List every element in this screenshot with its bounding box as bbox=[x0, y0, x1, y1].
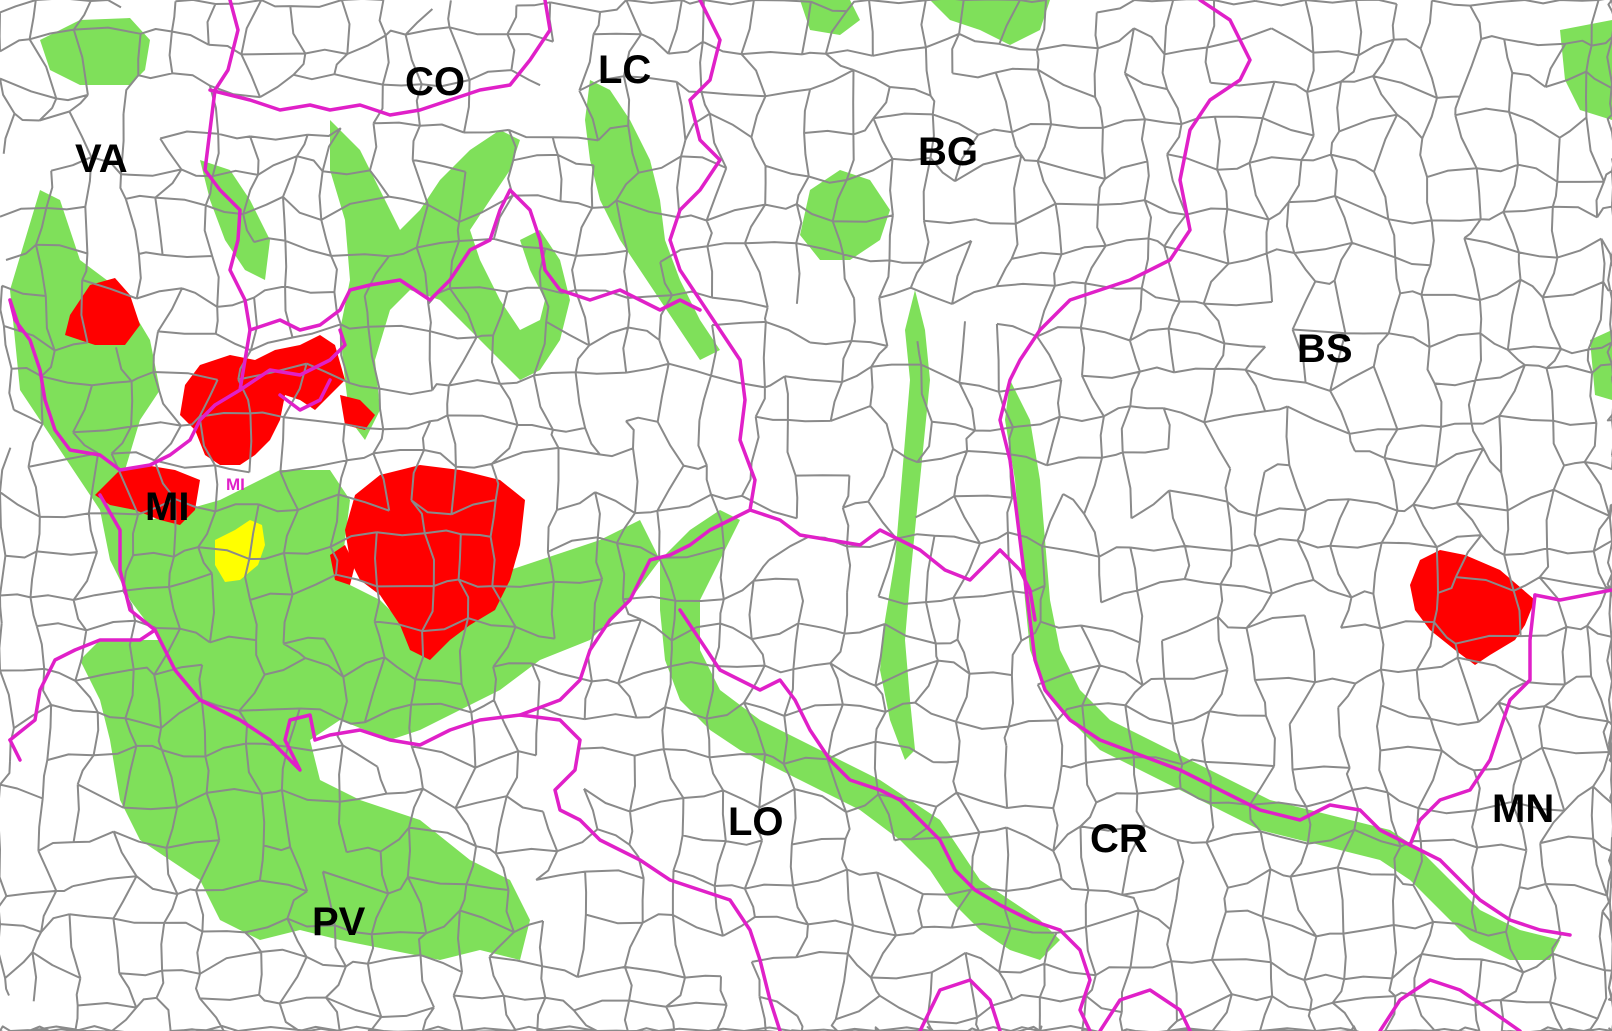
border-lc-bg bbox=[668, 0, 757, 522]
red-zone-mi-east-patch bbox=[340, 395, 375, 430]
border-bs-mn bbox=[1408, 593, 1537, 847]
border-lo-cr bbox=[678, 608, 1092, 1031]
green-zone-top-patch-1 bbox=[800, 0, 860, 35]
province-labels: VA CO LC BG BS MI MI LO CR MN PV bbox=[75, 48, 1554, 944]
label-mi-small: MI bbox=[226, 475, 245, 494]
border-south-cr bbox=[918, 978, 1192, 1031]
border-bg-cr bbox=[748, 508, 1037, 622]
green-zone-co-strip bbox=[200, 160, 270, 280]
label-lo: LO bbox=[728, 800, 784, 844]
red-zone-mi-east bbox=[345, 465, 525, 660]
label-co: CO bbox=[405, 60, 465, 104]
label-mn: MN bbox=[1492, 787, 1554, 831]
green-zone-bg-blob bbox=[800, 170, 890, 260]
label-bs: BS bbox=[1297, 327, 1353, 371]
border-right-mn-edge bbox=[1533, 588, 1612, 602]
border-bg-bs bbox=[998, 0, 1572, 937]
label-pv: PV bbox=[312, 900, 366, 944]
red-zones bbox=[65, 278, 1535, 665]
label-cr: CR bbox=[1090, 817, 1148, 861]
label-va: VA bbox=[75, 137, 128, 181]
border-co-lc bbox=[208, 0, 552, 117]
border-co-mi-north bbox=[248, 188, 702, 332]
border-mi-pv-south bbox=[153, 628, 782, 1031]
border-mi-pv bbox=[8, 493, 157, 742]
red-zone-co-mi-north bbox=[180, 335, 345, 465]
border-mi-inner-loop bbox=[238, 328, 347, 412]
border-south-mn bbox=[1378, 978, 1522, 1031]
red-zone-mi-west bbox=[95, 465, 200, 525]
label-mi: MI bbox=[145, 485, 189, 529]
green-zone-adda-river bbox=[880, 290, 930, 760]
border-left-edge bbox=[8, 298, 22, 762]
green-zone-top-patch-2 bbox=[930, 0, 1050, 45]
border-va-co bbox=[8, 0, 252, 472]
province-borders bbox=[8, 0, 1612, 1031]
green-zone-lc-valley bbox=[585, 80, 720, 360]
green-zone-va-top bbox=[40, 18, 150, 85]
border-mi-lo bbox=[518, 518, 732, 717]
label-lc: LC bbox=[598, 48, 651, 92]
label-bg: BG bbox=[918, 130, 978, 174]
